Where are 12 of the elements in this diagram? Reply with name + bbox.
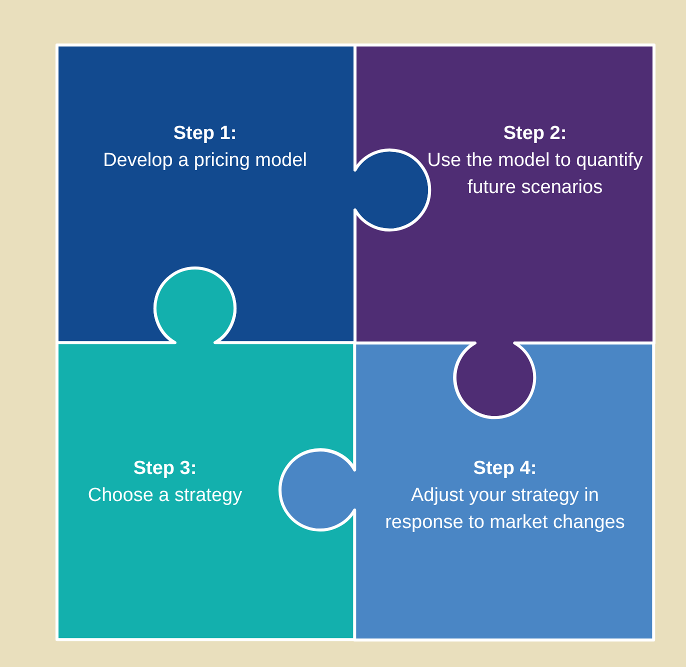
- puzzle-piece: [280, 343, 654, 640]
- step-heading: Step 2:: [503, 122, 567, 146]
- step-heading: Step 1:: [173, 122, 237, 146]
- puzzle-piece: [355, 45, 654, 418]
- step-text: Develop a pricing model: [103, 149, 307, 173]
- puzzle-piece: [57, 45, 430, 343]
- step-text: Adjust your strategy in response to market changes: [384, 484, 625, 535]
- puzzle-piece: [57, 268, 355, 640]
- step-text: Use the model to quantify future scenarios: [426, 149, 644, 200]
- step-text: Choose a strategy: [88, 484, 242, 508]
- step-heading: Step 3:: [133, 456, 197, 481]
- step-heading: Step 4:: [473, 457, 537, 481]
